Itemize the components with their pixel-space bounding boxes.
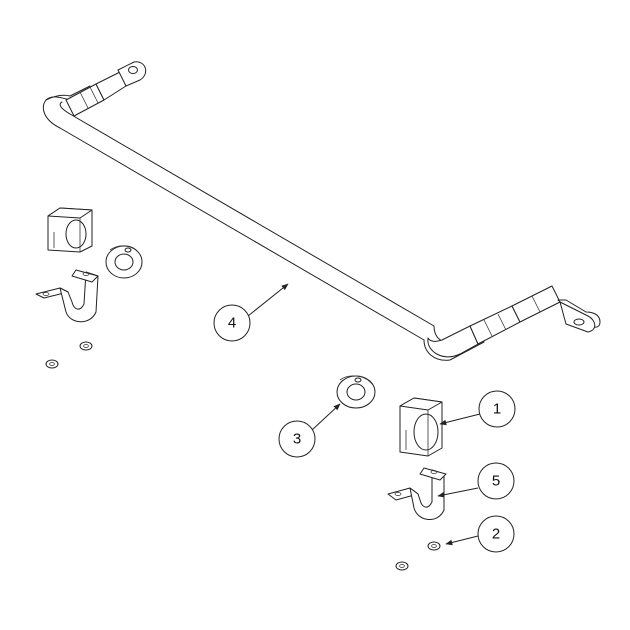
callout-3-label: 3 — [293, 431, 301, 448]
callout-4: 4 — [213, 304, 251, 342]
collar-part-3 — [336, 375, 376, 409]
callout-4-label: 4 — [228, 315, 236, 332]
callout-2: 2 — [477, 515, 515, 553]
leader-4 — [247, 283, 289, 317]
washers-part-2 — [395, 541, 441, 571]
leader-lines — [247, 283, 481, 546]
left-washers — [45, 341, 93, 369]
left-bracket — [35, 269, 99, 323]
leader-2 — [445, 535, 479, 546]
callout-2-label: 2 — [492, 526, 500, 543]
leader-1 — [439, 413, 481, 426]
bushing-part-1 — [399, 397, 443, 457]
callout-1: 1 — [478, 390, 516, 428]
leader-5 — [437, 487, 479, 498]
left-collar — [105, 245, 143, 279]
callout-3: 3 — [278, 420, 316, 458]
callout-5-label: 5 — [492, 473, 500, 490]
callout-1-label: 1 — [493, 401, 501, 418]
callout-5: 5 — [477, 462, 515, 500]
bracket-part-5 — [387, 467, 447, 520]
sway-bar — [42, 61, 601, 361]
left-bushing — [47, 207, 93, 253]
leader-3 — [311, 403, 341, 431]
